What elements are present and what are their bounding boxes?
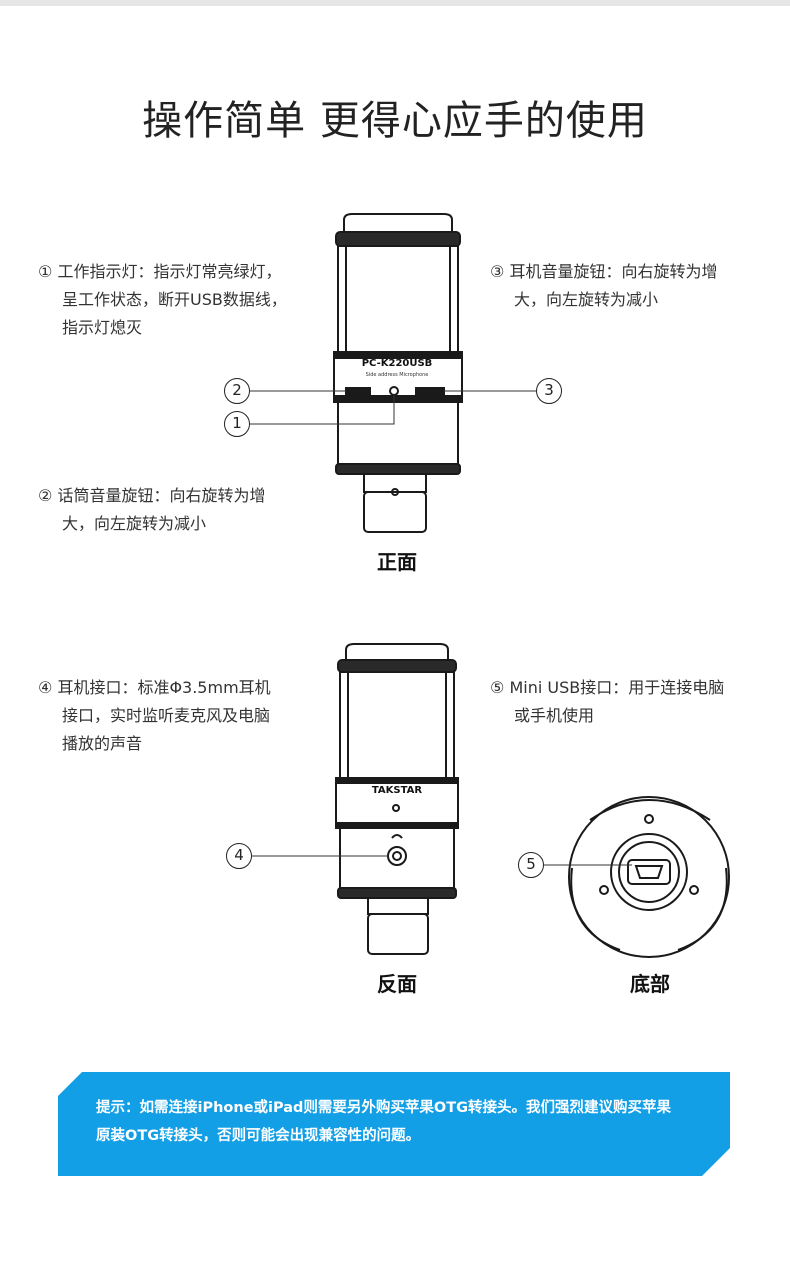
model-label: PC-K220USB — [362, 358, 433, 369]
note-headphone-jack: ④ 耳机接口：标准Φ3.5mm耳机 接口，实时监听麦克风及电脑 播放的声音 — [38, 674, 271, 758]
note-line: ⑤ Mini USB接口：用于连接电脑 — [490, 678, 725, 697]
note-mic-volume-knob: ② 话筒音量旋钮：向右旋转为增 大，向左旋转为减小 — [38, 482, 265, 538]
tip-text: 提示：如需连接iPhone或iPad则需要另外购买苹果OTG转接头。我们强烈建议… — [96, 1094, 716, 1150]
marker-3: 3 — [536, 378, 562, 404]
note-line: 播放的声音 — [62, 734, 143, 753]
note-line: ④ 耳机接口：标准Φ3.5mm耳机 — [38, 678, 271, 697]
note-line: 大，向左旋转为减小 — [62, 514, 207, 533]
tip-line: 提示：如需连接iPhone或iPad则需要另外购买苹果OTG转接头。我们强烈建议… — [96, 1100, 672, 1116]
note-line: 或手机使用 — [514, 706, 595, 725]
note-line: 指示灯熄灭 — [62, 318, 143, 337]
caption-back: 反面 — [377, 972, 417, 996]
brand-label: TAKSTAR — [372, 785, 423, 796]
marker-4: 4 — [226, 843, 252, 869]
note-line: 大，向左旋转为减小 — [514, 290, 659, 309]
note-line: ① 工作指示灯：指示灯常亮绿灯， — [38, 262, 282, 281]
tip-banner — [58, 1072, 730, 1176]
tip-line: 原装OTG转接头，否则可能会出现兼容性的问题。 — [96, 1128, 421, 1144]
top-divider-bar — [0, 0, 790, 6]
note-indicator-light: ① 工作指示灯：指示灯常亮绿灯， 呈工作状态，断开USB数据线， 指示灯熄灭 — [38, 258, 287, 342]
note-line: 接口，实时监听麦克风及电脑 — [62, 706, 271, 725]
page-title: 操作简单 更得心应手的使用 — [142, 98, 648, 144]
note-line: ③ 耳机音量旋钮：向右旋转为增 — [490, 262, 718, 281]
marker-5: 5 — [518, 852, 544, 878]
caption-bottom: 底部 — [630, 972, 670, 996]
model-sublabel: Side address Microphone — [366, 372, 429, 378]
note-line: 呈工作状态，断开USB数据线， — [62, 290, 287, 309]
marker-2: 2 — [224, 378, 250, 404]
note-mini-usb-port: ⑤ Mini USB接口：用于连接电脑 或手机使用 — [490, 674, 724, 730]
marker-1: 1 — [224, 411, 250, 437]
caption-front: 正面 — [377, 550, 417, 574]
note-line: ② 话筒音量旋钮：向右旋转为增 — [38, 486, 266, 505]
note-headphone-volume-knob: ③ 耳机音量旋钮：向右旋转为增 大，向左旋转为减小 — [490, 258, 717, 314]
